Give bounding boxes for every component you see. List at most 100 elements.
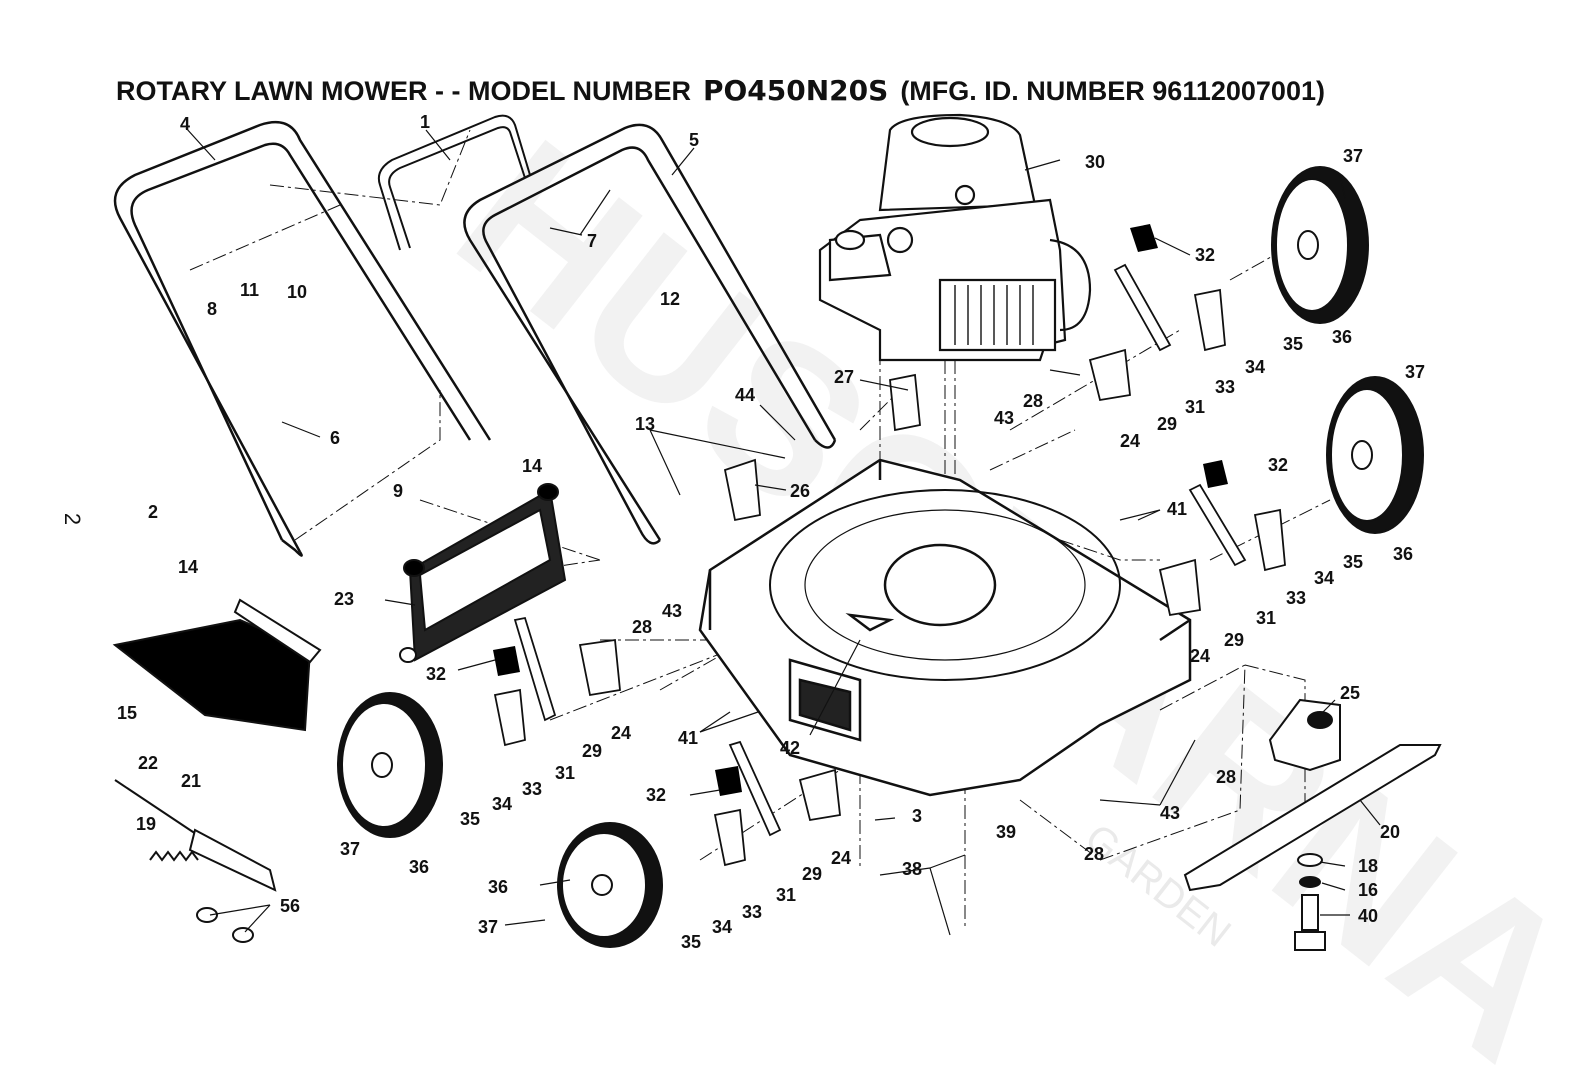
callout-group: 4 1 5 7 8 11 10 12 30 37 32 35 36 34 33 … [117,112,1425,952]
callout-8: 8 [207,299,217,319]
callout-43-right: 43 [1160,803,1180,823]
control-bar-part [377,114,531,251]
callout-34-left: 34 [492,794,512,814]
callout-40: 40 [1358,906,1378,926]
callout-18: 18 [1358,856,1378,876]
nut-parts [196,907,254,943]
callout-27: 27 [834,367,854,387]
callout-14-lower: 14 [178,557,198,577]
callout-28-lower: 28 [1084,844,1104,864]
wheel-part-upper-right [1271,166,1369,324]
callout-35-lower: 35 [681,932,701,952]
callout-43-top: 43 [994,408,1014,428]
callout-6: 6 [330,428,340,448]
wheel-part-lower-left [337,692,443,838]
callout-31-mid: 31 [1256,608,1276,628]
callout-31-left: 31 [555,763,575,783]
callout-4: 4 [180,114,190,134]
callout-24-mid: 24 [1190,646,1210,666]
callout-37-left: 37 [340,839,360,859]
callout-33-lower: 33 [742,902,762,922]
callout-28-right: 28 [1216,767,1236,787]
model-number: PO450N20S [702,74,889,107]
rear-door-rod-parts [114,779,277,892]
callout-32-top: 32 [1195,245,1215,265]
callout-31-lower: 31 [776,885,796,905]
callout-2: 2 [148,502,158,522]
discharge-chute-part [112,598,322,732]
callout-15: 15 [117,703,137,723]
blade-part [1183,744,1442,892]
title-suffix: (MFG. ID. NUMBER 96112007001) [900,76,1325,106]
callout-11: 11 [240,280,259,300]
lower-handle-right-part [463,123,837,545]
callout-leaders [185,127,1381,936]
callout-32-lower: 32 [646,785,666,805]
callout-7: 7 [587,231,597,251]
callout-19: 19 [136,814,156,834]
height-adjuster-parts [493,263,1286,867]
callout-33-left: 33 [522,779,542,799]
callout-14-upper: 14 [522,456,542,476]
callout-44: 44 [735,385,755,405]
callout-26: 26 [790,481,810,501]
callout-12: 12 [660,289,680,309]
callout-9: 9 [393,481,403,501]
callout-24-top: 24 [1120,431,1140,451]
engine-part [818,113,1092,362]
callout-37-mid: 37 [1405,362,1425,382]
callout-36-mid: 36 [1393,544,1413,564]
callout-3: 3 [912,806,922,826]
callout-36-lower: 36 [488,877,508,897]
callout-31-top: 31 [1185,397,1205,417]
callout-34-top: 34 [1245,357,1265,377]
callout-34-mid: 34 [1314,568,1334,588]
callout-30: 30 [1085,152,1105,172]
callout-43-left: 43 [662,601,682,621]
blade-adapter-part [1268,698,1341,772]
callout-29-mid: 29 [1224,630,1244,650]
callout-36-left: 36 [409,857,429,877]
diagram-title: ROTARY LAWN MOWER - - MODEL NUMBER PO450N… [116,74,1325,114]
callout-10: 10 [287,282,307,302]
callout-21: 21 [181,771,201,791]
callout-35-top: 35 [1283,334,1303,354]
callout-28-top: 28 [1023,391,1043,411]
callout-33-top: 33 [1215,377,1235,397]
callout-25: 25 [1340,683,1360,703]
callout-35-mid: 35 [1343,552,1363,572]
callout-42: 42 [780,738,800,758]
callout-34-lower: 34 [712,917,732,937]
callout-32-mid: 32 [1268,455,1288,475]
callout-29-lower: 29 [802,864,822,884]
callout-36-top: 36 [1332,327,1352,347]
callout-20: 20 [1380,822,1400,842]
callout-24-lower: 24 [831,848,851,868]
callout-39: 39 [996,822,1016,842]
callout-41-left: 41 [678,728,698,748]
rear-deflector-part [399,483,567,663]
upper-handle-left-part [113,120,492,557]
callout-32-left: 32 [426,664,446,684]
wheel-cover-cap-parts [493,224,1228,796]
callout-16: 16 [1358,880,1378,900]
callout-28-left: 28 [632,617,652,637]
callout-56: 56 [280,896,300,916]
callout-38: 38 [902,859,922,879]
callout-13: 13 [635,414,655,434]
callout-24-left: 24 [611,723,631,743]
callout-1: 1 [420,112,430,132]
wheel-part-middle-right [1326,376,1424,534]
callout-35-left: 35 [460,809,480,829]
callout-22: 22 [138,753,158,773]
wheel-part-lower-center [557,822,663,948]
blade-bolt-part [1294,853,1326,951]
callout-33-mid: 33 [1286,588,1306,608]
title-prefix: ROTARY LAWN MOWER - - MODEL NUMBER [116,76,691,106]
callout-5: 5 [689,130,699,150]
callout-37-top: 37 [1343,146,1363,166]
callout-29-top: 29 [1157,414,1177,434]
callout-37-lower: 37 [478,917,498,937]
